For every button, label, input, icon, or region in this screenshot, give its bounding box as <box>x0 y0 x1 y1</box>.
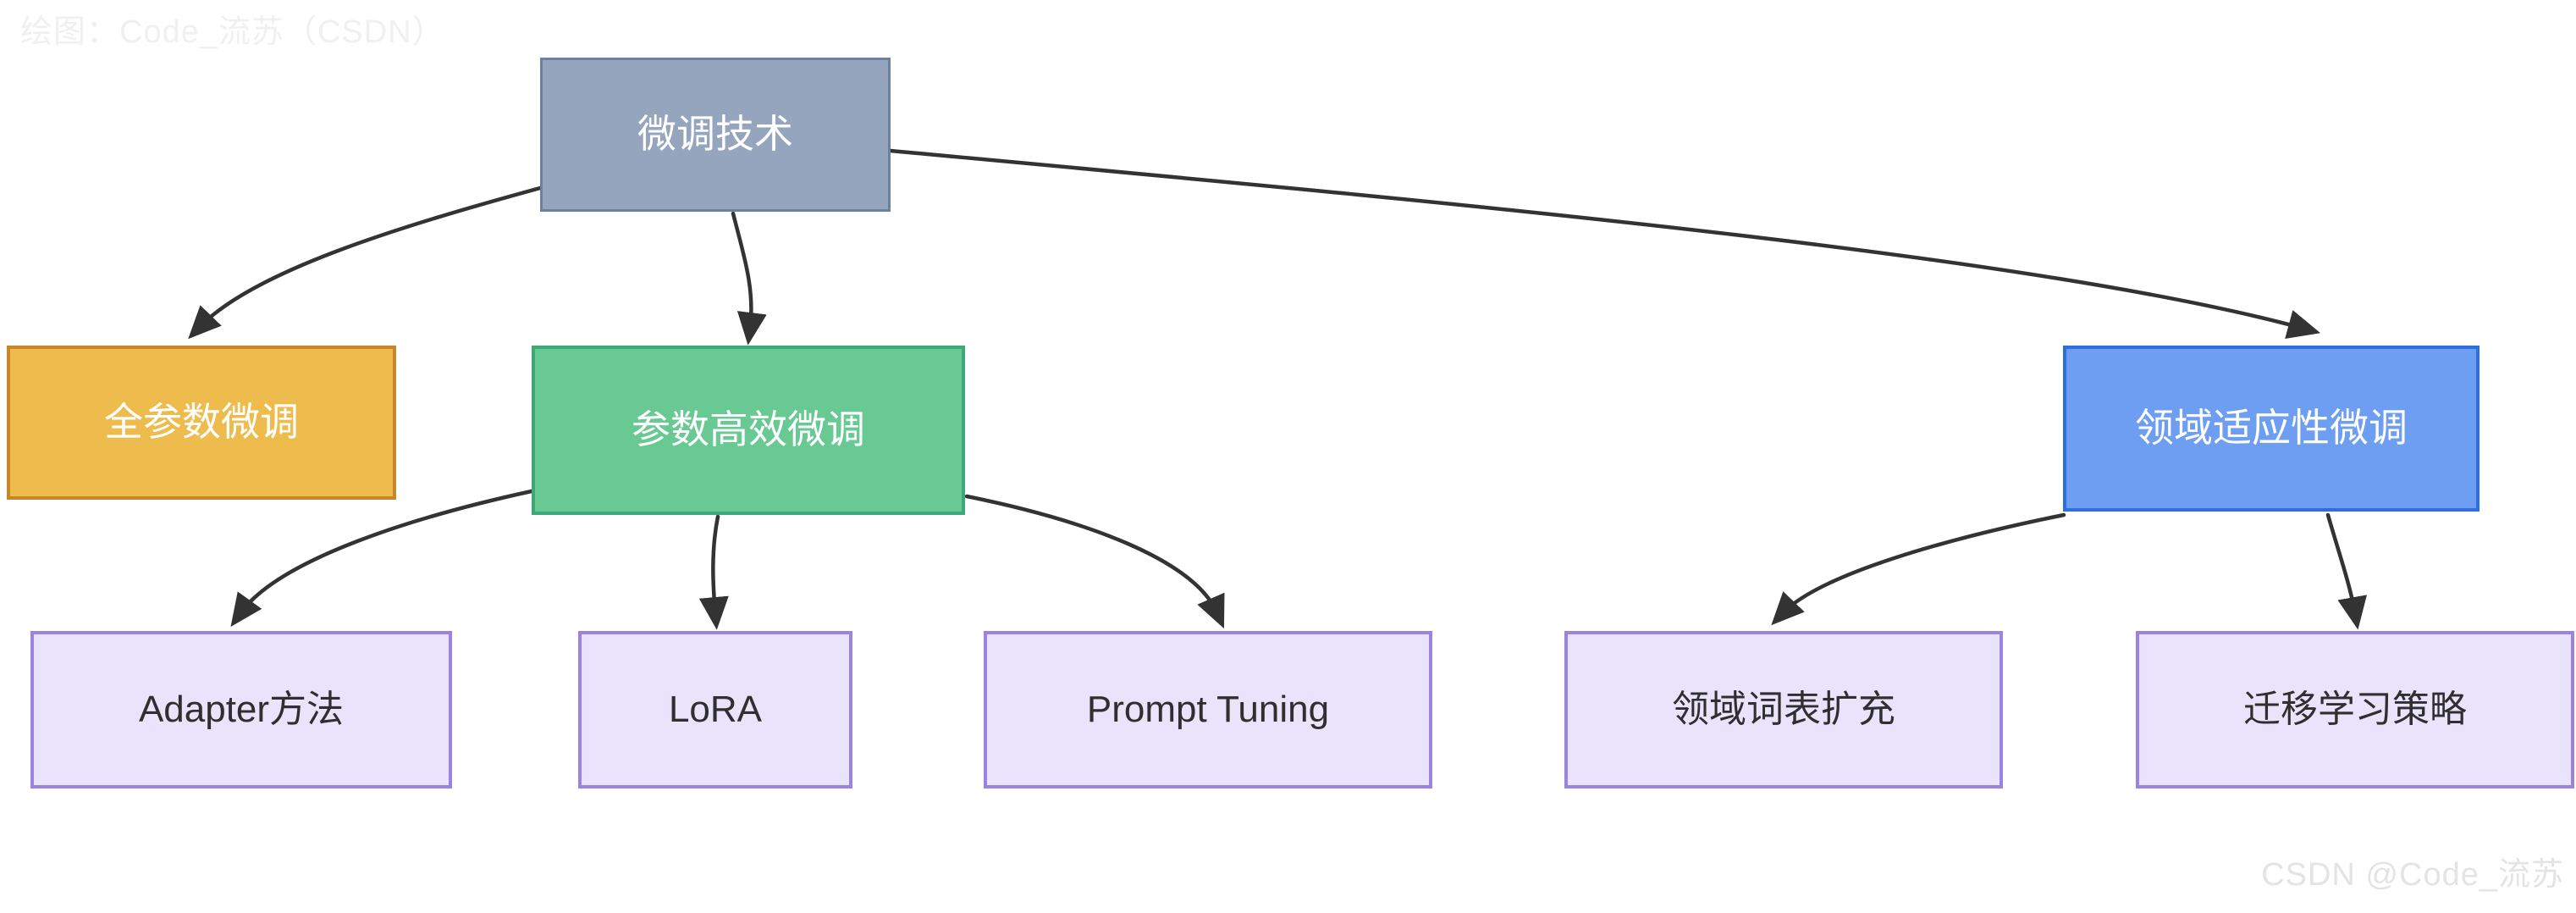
watermark-top-left: 绘图：Code_流苏（CSDN） <box>20 14 445 50</box>
node-label-domain: 领域适应性微调 <box>2135 406 2408 451</box>
edge-domain-to-vocab <box>1771 512 2066 626</box>
edge-root-to-peft <box>731 211 767 346</box>
node-label-peft: 参数高效微调 <box>632 407 865 452</box>
edge-peft-to-adapter <box>230 489 534 628</box>
node-label-transfer: 迁移学习策略 <box>2243 688 2467 730</box>
watermark-bottom-right: CSDN @Code_流苏 <box>2261 857 2564 893</box>
node-label-prompt: Prompt Tuning <box>1086 688 1330 730</box>
node-label-root: 微调技术 <box>637 112 793 157</box>
edge-root-to-domain <box>888 148 2321 339</box>
node-lora[interactable]: LoRA <box>578 631 852 788</box>
node-vocab[interactable]: 领域词表扩充 <box>1564 631 2003 788</box>
node-label-lora: LoRA <box>668 688 763 730</box>
node-full[interactable]: 全参数微调 <box>7 346 396 500</box>
edge-root-to-full <box>188 185 543 340</box>
edge-domain-to-transfer <box>2325 512 2367 630</box>
node-label-full: 全参数微调 <box>104 400 299 445</box>
edge-peft-to-lora <box>698 514 729 630</box>
node-peft[interactable]: 参数高效微调 <box>532 346 965 515</box>
node-transfer[interactable]: 迁移学习策略 <box>2136 631 2574 788</box>
edge-peft-to-prompt <box>964 494 1225 629</box>
node-label-adapter: Adapter方法 <box>138 688 345 730</box>
node-label-vocab: 领域词表扩充 <box>1672 688 1895 730</box>
node-prompt[interactable]: Prompt Tuning <box>984 631 1432 788</box>
node-adapter[interactable]: Adapter方法 <box>30 631 452 788</box>
edges-group <box>188 148 2367 630</box>
node-root[interactable]: 微调技术 <box>540 58 891 212</box>
node-domain[interactable]: 领域适应性微调 <box>2063 346 2479 512</box>
